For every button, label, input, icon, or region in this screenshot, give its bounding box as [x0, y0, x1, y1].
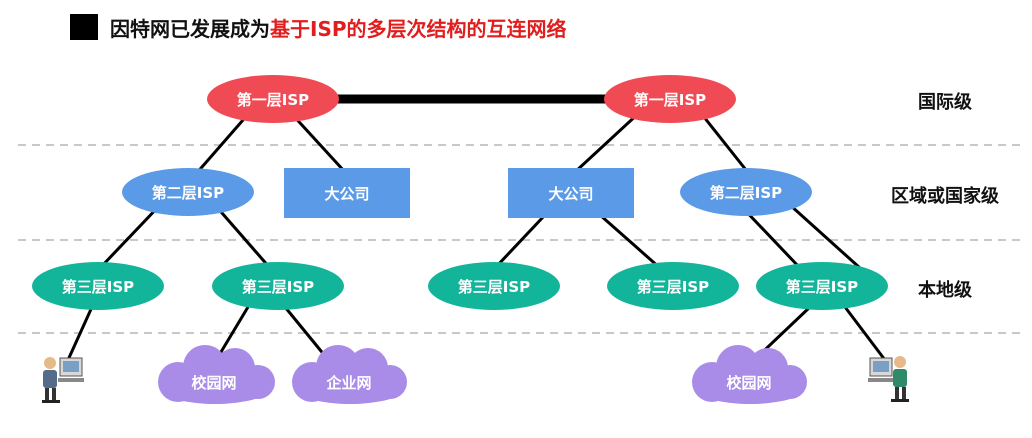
corporation-left-label: 大公司 — [324, 185, 369, 203]
enterprise-network-label: 企业网 — [325, 374, 371, 392]
tier1-isp-left — [207, 75, 339, 123]
link — [213, 204, 272, 269]
campus-network-left-label: 校园网 — [191, 374, 236, 392]
tier2-isp-right-label: 第二层ISP — [710, 184, 782, 202]
title-bullet-square — [70, 14, 98, 40]
campus-network-cloud-right — [692, 345, 807, 404]
tier3-isp — [607, 262, 739, 310]
level-label-international: 国际级 — [918, 92, 972, 113]
link — [573, 110, 642, 174]
campus-network-cloud-left — [158, 345, 275, 404]
tier2-isp-right — [680, 168, 812, 216]
tier1-isp-right-label: 第一层ISP — [634, 91, 706, 109]
enterprise-network-cloud — [292, 345, 407, 404]
tier3-isp-label: 第三层ISP — [62, 278, 134, 296]
tier3-isp — [756, 262, 888, 310]
tier1-isp-right — [604, 75, 736, 123]
link — [698, 111, 752, 176]
tier3-isp-label: 第三层ISP — [786, 278, 858, 296]
title-prefix: 因特网已发展成为 — [110, 16, 270, 41]
tier1-isp-left-label: 第一层ISP — [237, 91, 309, 109]
link — [193, 111, 252, 176]
level-label-regional: 区域或国家级 — [891, 186, 999, 207]
tier3-isp — [428, 262, 560, 310]
link — [493, 213, 547, 270]
user-computer-icon — [868, 356, 909, 402]
tier2-isp-left-label: 第二层ISP — [152, 184, 224, 202]
page-title: 因特网已发展成为基于ISP的多层次结构的互连网络 — [70, 12, 567, 42]
link — [288, 110, 347, 174]
tier3-isp-label: 第三层ISP — [242, 278, 314, 296]
corporation-right-label: 大公司 — [548, 185, 593, 203]
user-computer-icon — [42, 357, 84, 403]
level-label-local: 本地级 — [918, 280, 972, 301]
title-highlight: 基于ISP的多层次结构的互连网络 — [270, 16, 567, 41]
corporation-right — [508, 168, 634, 218]
link — [843, 306, 887, 361]
link — [788, 203, 862, 270]
tier3-isp-label: 第三层ISP — [637, 278, 709, 296]
tier3-isp — [32, 262, 164, 310]
link — [66, 306, 94, 361]
link — [98, 203, 162, 270]
corporation-left — [284, 168, 410, 218]
link — [599, 213, 661, 270]
tier3-isp — [212, 262, 344, 310]
tier3-isp-label: 第三层ISP — [458, 278, 530, 296]
campus-network-right-label: 校园网 — [726, 374, 771, 392]
tier2-isp-left — [122, 168, 254, 216]
